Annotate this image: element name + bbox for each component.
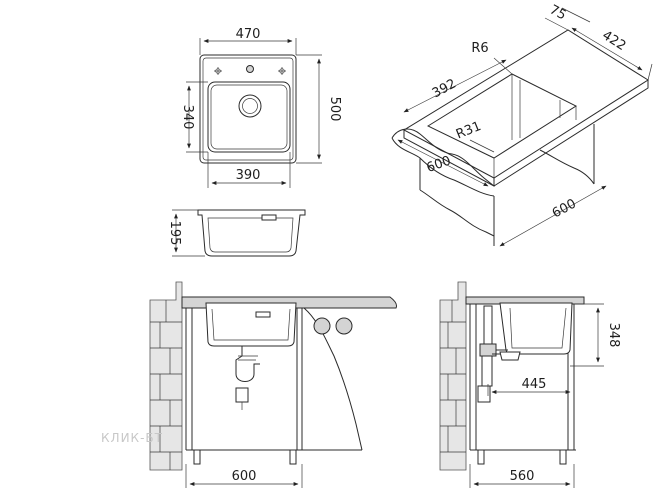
dim-cabinet-depth-560: 560	[510, 469, 535, 484]
side-installation: 445 348 560	[439, 281, 621, 488]
sink-section-profile	[197, 209, 306, 257]
dim-drain-height-348: 348	[606, 323, 621, 348]
drain-inner	[242, 98, 258, 114]
dim-iso-422: 422	[599, 28, 628, 54]
dim-width-470: 470	[236, 27, 261, 42]
side-leg-left	[477, 449, 485, 465]
iso-view: 75 422 R6 392 R31 600 600	[391, 2, 653, 247]
outlet-left-icon	[313, 317, 331, 335]
dim-height-500: 500	[327, 97, 342, 122]
front-installation: 600	[149, 281, 397, 488]
top-view: 470 500 340 390	[180, 27, 342, 188]
section-view: 195	[167, 209, 306, 257]
sink-top-inner-outline	[202, 57, 294, 161]
side-drain-pipe	[483, 305, 493, 345]
drain-outer	[238, 94, 262, 118]
sink-top-outline	[199, 54, 297, 164]
dim-cabinet-width-600: 600	[232, 469, 257, 484]
brick-wall-right	[439, 281, 467, 471]
tap-hole-icon	[246, 65, 254, 73]
dim-iso-600-top: 600	[425, 153, 453, 176]
dim-iso-600-side: 600	[550, 196, 579, 221]
bowl-inner-outline	[210, 84, 288, 150]
watermark: КЛИК-БТ	[101, 431, 163, 445]
siphon	[235, 346, 260, 382]
leg-left	[193, 449, 201, 465]
brick-wall-left	[149, 281, 183, 471]
dim-iso-75: 75	[547, 2, 569, 23]
leg-right	[289, 449, 297, 465]
side-leg-right	[559, 449, 567, 465]
outlet-right-icon	[335, 317, 353, 335]
overflow-slot-icon	[261, 214, 277, 221]
dim-drain-offset-445: 445	[522, 377, 547, 392]
overflow-slot-front-icon	[255, 311, 271, 318]
dim-bowl-height-340: 340	[180, 105, 195, 130]
dim-iso-r6: R6	[471, 41, 488, 56]
bowl-outline	[207, 81, 291, 153]
dim-bowl-width-390: 390	[236, 168, 261, 183]
side-drain-bowl	[499, 351, 521, 361]
front-sink-body	[205, 302, 297, 347]
dim-depth-195: 195	[167, 221, 182, 246]
dim-iso-392: 392	[430, 76, 459, 101]
